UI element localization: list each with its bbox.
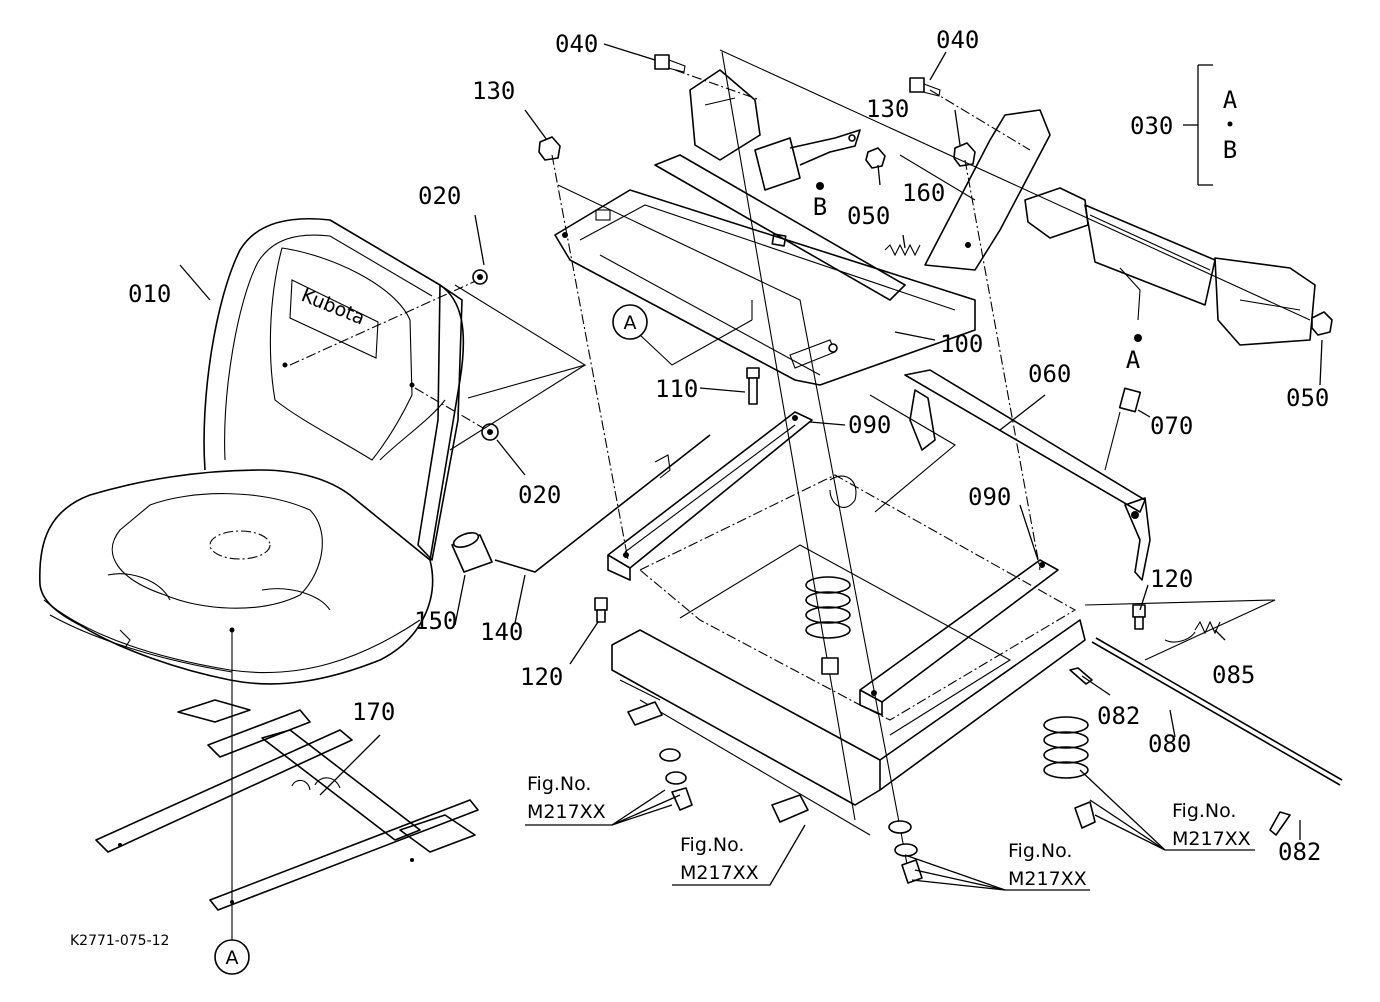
bolt-040-left xyxy=(654,54,686,73)
seat-brand-logo: Kubota xyxy=(298,284,368,329)
bolt-040-right xyxy=(909,77,941,97)
nut-130-right xyxy=(953,142,976,167)
bracket-marker-b: B xyxy=(1223,136,1237,164)
figure-reference-right-lower: Fig.No. M217XX xyxy=(1008,840,1087,890)
callout-010: 010 xyxy=(128,280,171,308)
callout-150: 150 xyxy=(414,607,457,635)
callout-130-left: 130 xyxy=(472,77,515,105)
callout-020-lower: 020 xyxy=(518,481,561,509)
marker-b-buckle: B xyxy=(813,193,827,221)
marker-a-belt: A xyxy=(1126,346,1141,374)
bolt-020-upper xyxy=(472,269,488,285)
bolt-120-right xyxy=(1132,604,1146,630)
callout-120-left: 120 xyxy=(520,663,563,691)
callout-130-right: 130 xyxy=(866,95,909,123)
seat-belt-buckle xyxy=(754,129,861,191)
svg-text:M217XX: M217XX xyxy=(680,862,759,884)
seat-belt xyxy=(1024,187,1316,346)
svg-text:Fig.No.: Fig.No. xyxy=(1008,840,1072,862)
callout-100: 100 xyxy=(940,330,983,358)
lever-060 xyxy=(904,369,1151,581)
callout-160: 160 xyxy=(902,179,945,207)
bolt-110 xyxy=(746,367,760,405)
bolt-020-lower xyxy=(481,423,499,441)
callout-170: 170 xyxy=(352,698,395,726)
svg-text:Fig.No.: Fig.No. xyxy=(680,834,744,856)
svg-text:Fig.No.: Fig.No. xyxy=(527,773,591,795)
coil-spring-right xyxy=(1043,716,1096,829)
callout-leaders xyxy=(179,43,1323,891)
washer-stack-left xyxy=(659,748,693,811)
callout-numbers: 010 020 020 030 040 040 050 050 060 070 … xyxy=(128,26,1329,866)
rod-080 xyxy=(1069,637,1343,836)
figure-reference-left: Fig.No. M217XX xyxy=(527,773,606,823)
knob-070 xyxy=(1104,387,1142,471)
nut-130-left xyxy=(538,136,561,161)
callout-050-lower: 050 xyxy=(1286,384,1329,412)
seat-slide-170 xyxy=(95,699,479,911)
callout-050-upper: 050 xyxy=(847,202,890,230)
spring-085 xyxy=(1164,620,1221,643)
spring-160 xyxy=(884,243,921,257)
grip-150 xyxy=(451,532,493,573)
svg-text:M217XX: M217XX xyxy=(527,801,606,823)
nut-050-upper xyxy=(865,147,886,169)
callout-090-upper: 090 xyxy=(848,411,891,439)
seat-bracket-100 xyxy=(554,69,1051,386)
marker-a-circle-top: A xyxy=(612,300,753,366)
callout-040-right: 040 xyxy=(936,26,979,54)
rail-090-left xyxy=(607,411,813,581)
marker-a-circle-bottom: A xyxy=(214,939,250,975)
figure-reference-center: Fig.No. M217XX xyxy=(680,834,759,884)
rail-090-right xyxy=(859,559,1059,716)
washer-stack-right xyxy=(888,820,923,884)
svg-text:A: A xyxy=(226,947,239,969)
callout-082-middle: 082 xyxy=(1097,702,1140,730)
coil-spring-left xyxy=(805,576,851,675)
bolt-120-left xyxy=(594,597,608,623)
rod-140 xyxy=(494,434,711,573)
callout-120-right: 120 xyxy=(1150,565,1193,593)
svg-text:M217XX: M217XX xyxy=(1008,868,1087,890)
svg-text:M217XX: M217XX xyxy=(1172,828,1251,850)
svg-text:A: A xyxy=(624,312,637,334)
callout-110: 110 xyxy=(655,375,698,403)
callout-060: 060 xyxy=(1028,360,1071,388)
drawing-code: K2771-075-12 xyxy=(70,933,169,949)
svg-text:Fig.No.: Fig.No. xyxy=(1172,800,1236,822)
seat-base-frame xyxy=(611,474,1086,836)
callout-085: 085 xyxy=(1212,661,1255,689)
nut-050-lower xyxy=(1311,311,1333,336)
callout-070: 070 xyxy=(1150,412,1193,440)
figure-reference-right-upper: Fig.No. M217XX xyxy=(1172,800,1251,850)
bracket-marker-a: A xyxy=(1223,86,1238,114)
callout-080: 080 xyxy=(1148,730,1191,758)
callout-030: 030 xyxy=(1130,112,1173,140)
callout-040-left: 040 xyxy=(555,30,598,58)
callout-140: 140 xyxy=(480,618,523,646)
callout-090-lower: 090 xyxy=(968,483,1011,511)
callout-020-upper: 020 xyxy=(418,182,461,210)
callout-082-right: 082 xyxy=(1278,838,1321,866)
